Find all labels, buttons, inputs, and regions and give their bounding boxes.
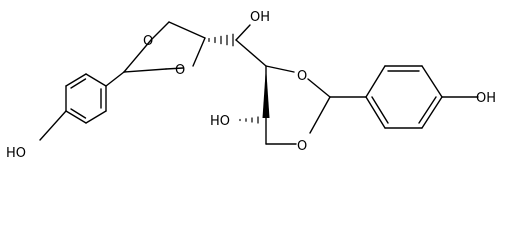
chemical-structure: O O O O OH HO HO OH <box>6 10 496 161</box>
wedge-bond <box>262 66 270 118</box>
hashed-bond-ring-oh <box>239 116 259 124</box>
bond <box>421 65 443 98</box>
bond <box>307 78 331 98</box>
bond <box>150 21 170 41</box>
bond <box>265 65 295 73</box>
bond <box>85 110 107 124</box>
dioxolane-ring <box>123 21 206 73</box>
bond <box>309 96 331 134</box>
bond <box>123 68 167 73</box>
oxygen-atom-label: O <box>297 139 307 154</box>
bond <box>123 39 152 73</box>
double-bond <box>70 108 87 119</box>
oxygen-atom-label: O <box>143 34 153 49</box>
hydroxyl-label: HO <box>6 146 26 161</box>
left-phenol-ring <box>65 73 107 124</box>
bond-ring-to-oh <box>39 110 67 141</box>
hashed-bond <box>208 33 234 47</box>
double-bond <box>418 96 437 124</box>
double-bond <box>371 96 389 124</box>
double-bond <box>70 78 87 89</box>
right-phenol-ring <box>365 65 443 129</box>
oxygen-atom-label: O <box>175 63 185 78</box>
bond <box>65 110 87 124</box>
bond-ring-to-acetal <box>105 71 125 87</box>
bond <box>235 24 251 41</box>
bond <box>365 65 386 98</box>
hydroxyl-label: HO <box>210 114 230 129</box>
bond <box>421 96 443 129</box>
hydroxyl-label: OH <box>250 10 270 25</box>
oxygen-atom-label: O <box>297 69 307 84</box>
bond <box>168 21 206 39</box>
bond <box>192 37 206 67</box>
bond <box>85 73 107 87</box>
bond <box>165 67 184 70</box>
bond <box>235 39 267 67</box>
bond <box>65 73 87 87</box>
hydroxyl-label: OH <box>476 91 496 106</box>
bond <box>365 96 386 129</box>
